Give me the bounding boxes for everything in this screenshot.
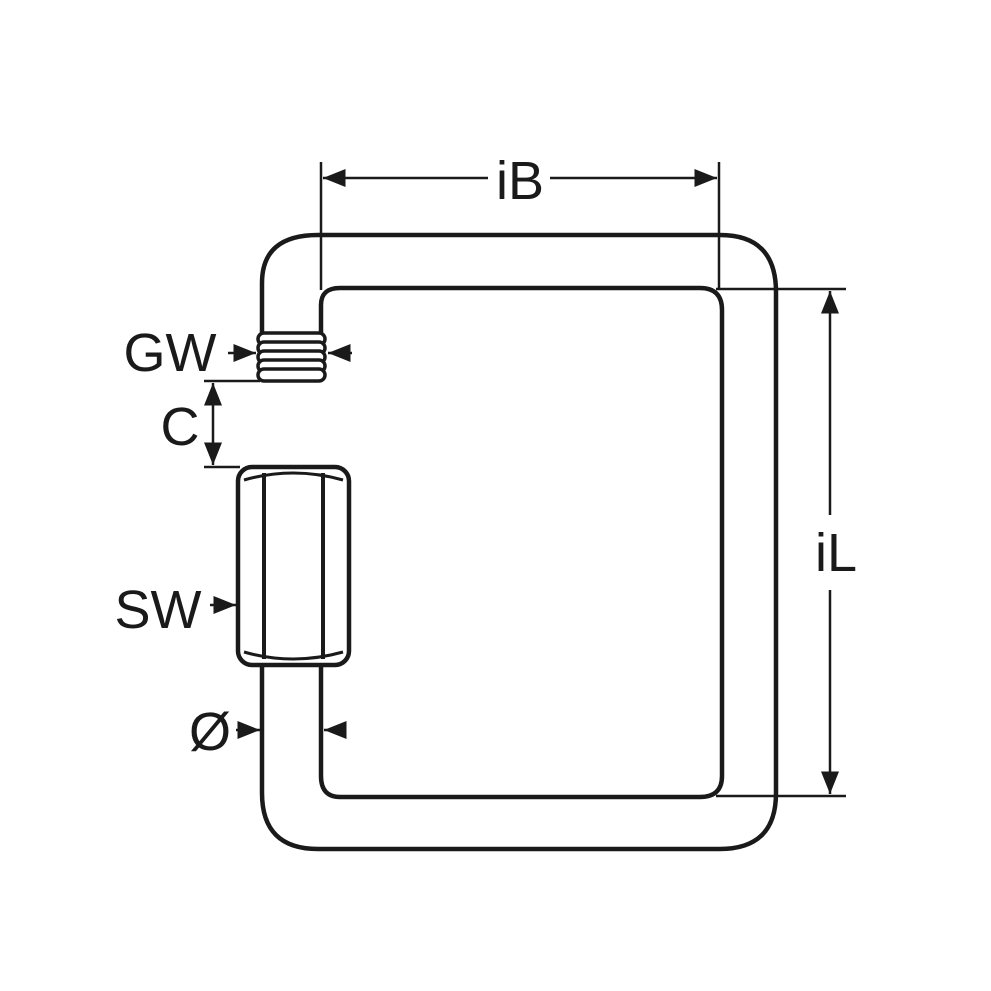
dimension-inner-length [716,287,846,798]
dimension-gap [204,379,260,469]
thread-section [256,331,327,383]
label-wrench-size: SW [115,580,202,640]
label-inner-length: iL [815,523,857,583]
hex-nut [235,464,352,668]
label-gap: C [161,397,200,457]
label-diameter: Ø [189,702,231,762]
link-inner-contour [318,285,725,800]
dimension-inner-width [319,162,721,290]
label-thread: GW [124,323,217,383]
label-inner-width: iB [496,151,544,211]
link-outer-contour [259,232,779,852]
